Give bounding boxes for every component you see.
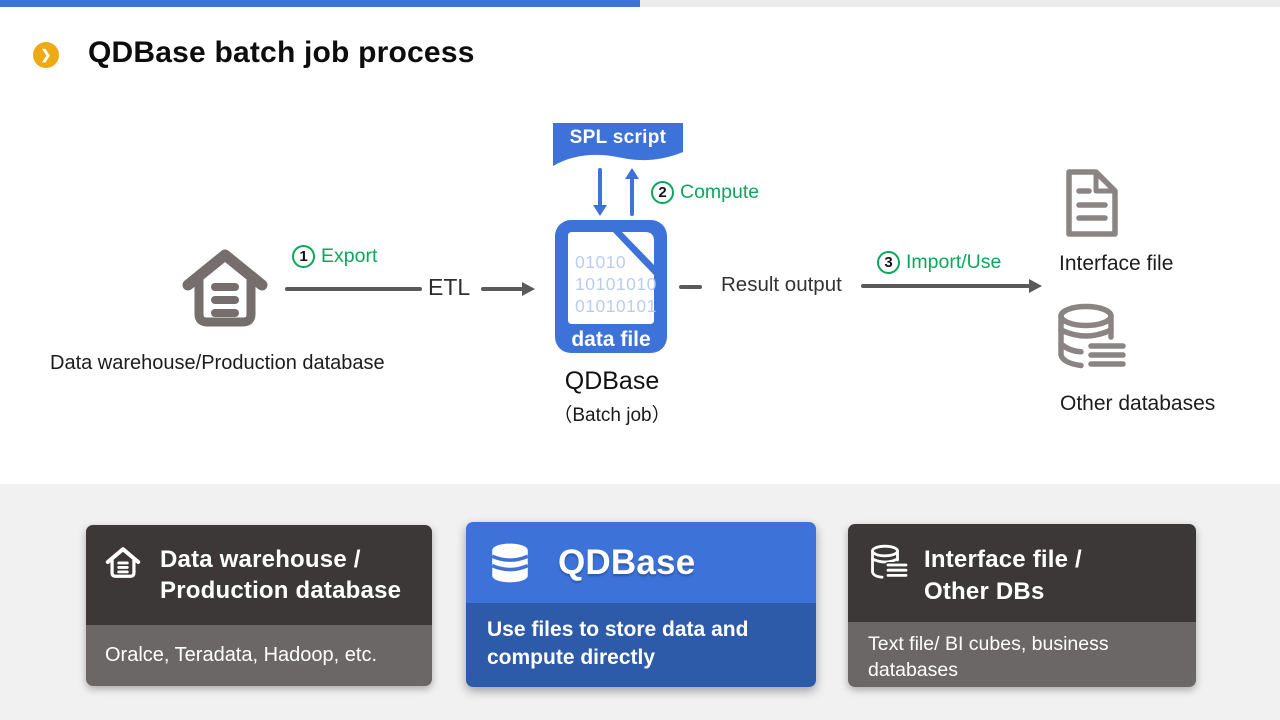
spl-script-label: SPL script bbox=[569, 127, 667, 148]
warehouse-label: Data warehouse/Production database bbox=[50, 352, 385, 374]
other-databases-icon bbox=[1058, 303, 1129, 370]
qdbase-node-label: QDBase bbox=[564, 367, 660, 395]
spl-script-ribbon: SPL script bbox=[553, 123, 683, 167]
card-title: Data warehouse / Production database bbox=[160, 544, 401, 606]
arrow-right-icon bbox=[481, 282, 535, 296]
step-compute: 2 Compute bbox=[651, 181, 759, 204]
arrow-right-icon bbox=[861, 279, 1042, 293]
card-subtext: Oralce, Teradata, Hadoop, etc. bbox=[86, 625, 432, 686]
card-title-line: QDBase bbox=[558, 542, 696, 582]
card-subtext: Text file/ BI cubes, business databases bbox=[848, 622, 1196, 687]
step-import-use-label: Import/Use bbox=[906, 251, 1002, 273]
arrow-up-icon bbox=[625, 168, 639, 216]
step-2-badge: 2 bbox=[651, 181, 674, 204]
legend-card-qdbase: QDBase Use files to store data and compu… bbox=[466, 522, 816, 687]
binary-line: 01010 bbox=[575, 252, 626, 272]
arrow-down-icon bbox=[593, 168, 607, 216]
step-export-label: Export bbox=[321, 245, 378, 267]
etl-label: ETL bbox=[428, 274, 471, 300]
step-3-badge: 3 bbox=[877, 251, 900, 274]
warehouse-icon bbox=[105, 547, 141, 578]
data-warehouse-icon bbox=[182, 249, 268, 327]
card-title: QDBase bbox=[558, 542, 696, 582]
interface-file-label: Interface file bbox=[1059, 252, 1174, 275]
result-dash bbox=[679, 285, 702, 289]
ribbon-shape-icon bbox=[553, 123, 683, 166]
page-title: QDBase batch job process bbox=[88, 36, 475, 69]
database-file-icon bbox=[871, 544, 909, 579]
title-bullet-icon: ❯ bbox=[33, 42, 59, 68]
step-import-use: 3 Import/Use bbox=[877, 251, 1001, 274]
data-file-icon: 01010 10101010 01010101 data file bbox=[555, 220, 667, 353]
top-accent-bar-blue bbox=[0, 0, 640, 7]
chevron-right-icon: ❯ bbox=[40, 47, 52, 62]
interface-file-icon bbox=[1066, 169, 1118, 237]
etl-line bbox=[285, 287, 422, 291]
binary-line: 01010101 bbox=[575, 296, 657, 316]
card-title: Interface file / Other DBs bbox=[924, 544, 1082, 608]
card-title-line: Other DBs bbox=[924, 578, 1045, 605]
card-subtext: Use files to store data and compute dire… bbox=[466, 603, 816, 687]
database-icon bbox=[491, 543, 529, 582]
binary-line: 10101010 bbox=[575, 274, 657, 294]
legend-card-interface: Interface file / Other DBs Text file/ BI… bbox=[848, 524, 1196, 687]
card-title-line: Interface file / bbox=[924, 546, 1082, 573]
other-databases-label: Other databases bbox=[1060, 392, 1216, 415]
card-title-line: Production database bbox=[160, 577, 402, 604]
card-title-line: Data warehouse / bbox=[160, 546, 361, 573]
legend-card-warehouse: Data warehouse / Production database Ora… bbox=[86, 525, 432, 686]
legend-section: Data warehouse / Production database Ora… bbox=[0, 484, 1280, 720]
qdbase-node-sublabel: （Batch job） bbox=[553, 405, 671, 426]
data-file-label: data file bbox=[571, 328, 650, 351]
step-1-badge: 1 bbox=[292, 245, 315, 268]
step-compute-label: Compute bbox=[680, 181, 760, 203]
step-export: 1 Export bbox=[292, 245, 377, 268]
top-accent-bar-gray bbox=[640, 0, 1280, 7]
result-output-label: Result output bbox=[721, 273, 842, 296]
